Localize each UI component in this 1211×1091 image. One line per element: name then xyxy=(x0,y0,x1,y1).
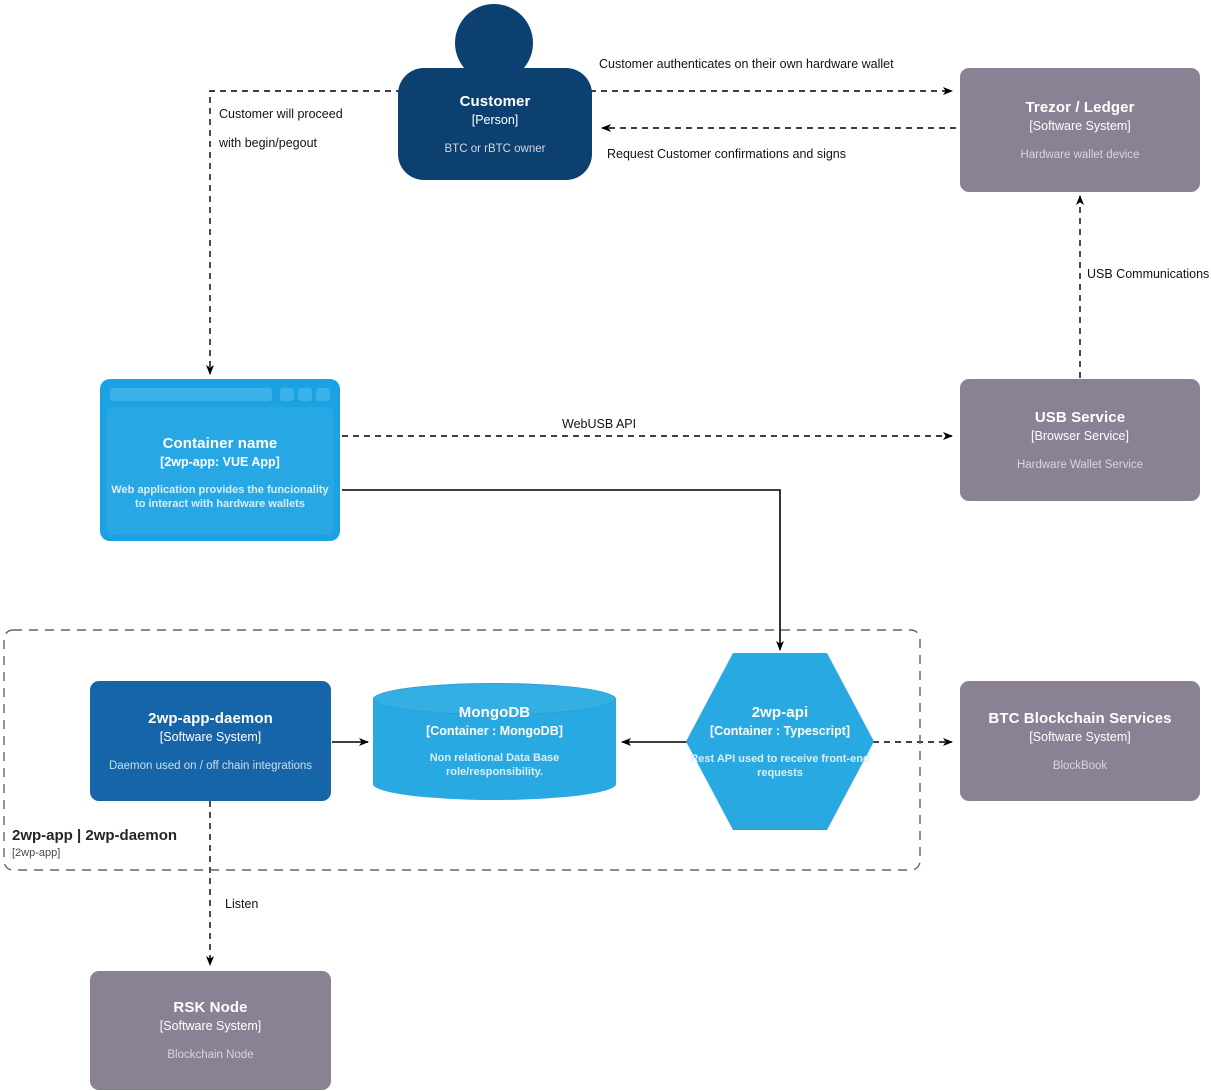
node-usb-service-description: Hardware Wallet Service xyxy=(1016,458,1144,471)
node-customer-type: [Person] xyxy=(471,112,519,127)
node-rsk-node-type: [Software System] xyxy=(159,1019,262,1033)
browser-close-button[interactable] xyxy=(316,387,330,401)
node-rsk-node-title: RSK Node xyxy=(173,999,248,1016)
browser-title-bar xyxy=(106,385,334,403)
browser-maximize-button[interactable] xyxy=(298,387,312,401)
edge-label-customer-to-trezor: Customer authenticates on their own hard… xyxy=(599,57,894,71)
node-container-name-type: [2wp-app: VUE App] xyxy=(160,455,280,469)
edge-label-customer-will-proceed: Customer will proceed xyxy=(219,107,343,121)
edge-label-listen: Listen xyxy=(225,897,259,911)
node-btc-blockchain-services[interactable]: BTC Blockchain Services [Software System… xyxy=(960,681,1200,801)
boundary-title: 2wp-app | 2wp-daemon xyxy=(12,827,178,844)
edge-container-to-api xyxy=(342,489,784,651)
node-rsk-node[interactable]: RSK Node [Software System] Blockchain No… xyxy=(90,971,331,1090)
browser-content: Container name [2wp-app: VUE App] Web ap… xyxy=(106,407,334,535)
node-customer-title: Customer xyxy=(459,92,531,110)
edge-label-usb-communications: USB Communications xyxy=(1087,267,1210,281)
node-mongodb-description: Non relational Data Base role/responsibi… xyxy=(429,752,560,778)
node-mongodb[interactable]: MongoDB [Container : MongoDB] Non relati… xyxy=(373,683,616,800)
api-label-group: 2wp-api [Container : Typescript] Rest AP… xyxy=(686,653,874,830)
node-2wp-api[interactable]: 2wp-api [Container : Typescript] Rest AP… xyxy=(686,653,874,830)
node-2wp-api-description: Rest API used to receive front-end reque… xyxy=(690,752,870,779)
node-container-name[interactable]: Container name [2wp-app: VUE App] Web ap… xyxy=(100,379,340,541)
node-btc-blockchain-services-title: BTC Blockchain Services xyxy=(988,709,1172,727)
edge-label-trezor-to-customer: Request Customer confirmations and signs xyxy=(607,147,847,161)
node-usb-service[interactable]: USB Service [Browser Service] Hardware W… xyxy=(960,379,1200,501)
node-trezor-ledger-title: Trezor / Ledger xyxy=(1025,98,1135,116)
boundary-label-2wp-app: 2wp-app | 2wp-daemon [2wp-app] xyxy=(12,826,312,860)
node-2wp-api-title: 2wp-api xyxy=(751,703,809,721)
edge-label-with-begin-pegout: with begin/pegout xyxy=(219,136,317,150)
node-btc-blockchain-services-description: BlockBook xyxy=(1052,759,1108,772)
node-mongodb-title: MongoDB xyxy=(458,704,531,721)
node-container-name-title: Container name xyxy=(162,435,278,452)
node-customer-description: BTC or rBTC owner xyxy=(444,142,546,155)
node-2wp-app-daemon-type: [Software System] xyxy=(159,729,262,744)
node-rsk-node-description: Blockchain Node xyxy=(167,1049,254,1061)
node-mongodb-type: [Container : MongoDB] xyxy=(426,724,563,738)
boundary-type: [2wp-app] xyxy=(12,847,61,859)
node-2wp-api-type: [Container : Typescript] xyxy=(709,723,851,738)
node-2wp-app-daemon[interactable]: 2wp-app-daemon [Software System] Daemon … xyxy=(90,681,331,801)
node-trezor-ledger-description: Hardware wallet device xyxy=(1020,148,1140,161)
node-container-name-description: Web application provides the funcionalit… xyxy=(111,484,329,510)
mongodb-label-group: MongoDB [Container : MongoDB] Non relati… xyxy=(373,683,616,800)
node-usb-service-title: USB Service xyxy=(1034,408,1126,426)
node-trezor-ledger[interactable]: Trezor / Ledger [Software System] Hardwa… xyxy=(960,68,1200,192)
node-trezor-ledger-type: [Software System] xyxy=(1029,118,1131,133)
browser-minimize-button[interactable] xyxy=(280,387,294,401)
node-customer[interactable]: Customer [Person] BTC or rBTC owner xyxy=(398,68,592,180)
edge-label-webusb-api: WebUSB API xyxy=(562,417,637,431)
node-btc-blockchain-services-type: [Software System] xyxy=(1029,729,1131,744)
node-2wp-app-daemon-description: Daemon used on / off chain integrations xyxy=(108,759,313,772)
browser-address-bar[interactable] xyxy=(110,388,272,401)
node-usb-service-type: [Browser Service] xyxy=(1031,428,1129,443)
node-2wp-app-daemon-title: 2wp-app-daemon xyxy=(148,709,273,727)
